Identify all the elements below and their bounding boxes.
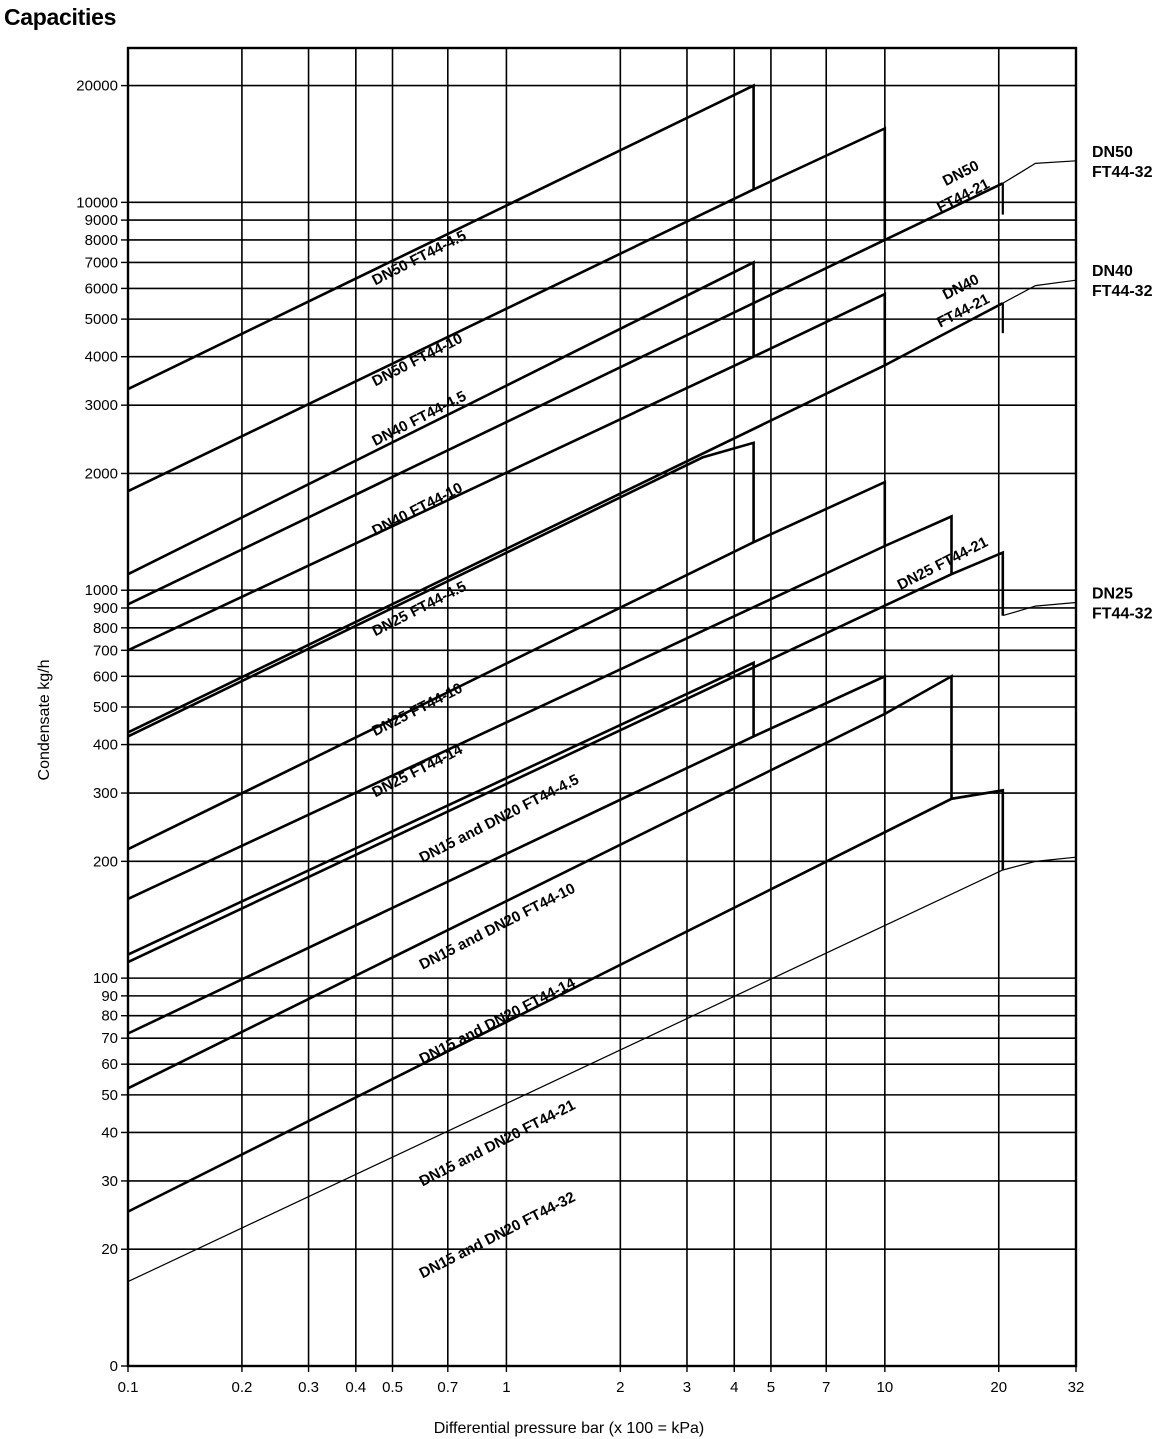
end-label: DN25	[1092, 585, 1133, 602]
x-tick-label: 0.2	[231, 1379, 252, 1396]
series-label: DN40 FT44-4.5	[369, 388, 469, 450]
series-label: DN15 and DN20 FT44-21	[417, 1097, 578, 1190]
y-tick-label: 30	[101, 1173, 118, 1190]
y-tick-label: 500	[93, 699, 118, 716]
series-label: DN25 FT44-10	[369, 680, 465, 740]
x-tick-label: 0.5	[382, 1379, 403, 1396]
x-tick-label: 1	[502, 1379, 510, 1396]
series-line	[127, 788, 1005, 1213]
series-line	[127, 550, 1005, 964]
series-line	[127, 83, 755, 391]
y-tick-label: 80	[101, 1008, 118, 1025]
y-tick-label: 0	[110, 1358, 118, 1375]
series-label: DN50 FT44-10	[369, 330, 465, 390]
y-tick-label: 40	[101, 1124, 118, 1141]
y-tick-label: 600	[93, 668, 118, 685]
y-tick-label: 1000	[85, 582, 118, 599]
y-tick-label: 9000	[85, 212, 118, 229]
series-line	[127, 260, 755, 576]
y-tick-label: 8000	[85, 232, 118, 249]
y-tick-label: 70	[101, 1030, 118, 1047]
end-label: DN40	[1092, 263, 1133, 280]
x-tick-label: 2	[616, 1379, 624, 1396]
y-tick-label: 20	[101, 1241, 118, 1258]
x-tick-label: 0.4	[345, 1379, 366, 1396]
series-label: DN15 and DN20 FT44-4.5	[417, 771, 582, 866]
series-line	[127, 514, 953, 901]
y-tick-label: 90	[101, 988, 118, 1005]
y-tick-label: 60	[101, 1056, 118, 1073]
y-tick-label: 300	[93, 785, 118, 802]
y-tick-label: 200	[93, 853, 118, 870]
x-tick-label: 5	[767, 1379, 775, 1396]
series-label: DN25 FT44-14	[369, 741, 466, 801]
series-line	[1002, 279, 1077, 304]
x-axis-title: Differential pressure bar (x 100 = kPa)	[434, 1420, 705, 1437]
series-line	[127, 674, 887, 1035]
plot-frame	[126, 46, 1078, 1368]
x-tick-label: 4	[730, 1379, 738, 1396]
series-label: DN15 and DN20 FT44-10	[417, 880, 578, 973]
y-tick-label: 100	[93, 970, 118, 987]
series-line	[127, 126, 887, 493]
end-label: FT44-32	[1092, 283, 1153, 300]
series-line	[127, 441, 755, 738]
y-tick-label: 10000	[76, 194, 118, 211]
x-tick-label: 7	[822, 1379, 830, 1396]
y-axis-title: Condensate kg/h	[36, 660, 53, 781]
x-tick-label: 0.7	[437, 1379, 458, 1396]
y-tick-label: 5000	[85, 311, 118, 328]
y-tick-label: 6000	[85, 280, 118, 297]
series-label: DN40 FT44-10	[369, 479, 465, 539]
series-line	[127, 182, 1004, 606]
axes: 0.1 0.2 0.3 0.4 0.5 0.7 1 2 3 4 5 7 10 20 32 0 20 30 40 50 6…	[76, 46, 1085, 1396]
page-title: Capacities	[4, 4, 117, 30]
series-line	[127, 301, 1004, 734]
series-line	[127, 674, 953, 1090]
series-line	[1002, 160, 1077, 184]
x-tick-label: 0.3	[298, 1379, 319, 1396]
end-label: DN50	[1092, 144, 1133, 161]
series-label: DN15 and DN20 FT44-14	[417, 974, 579, 1068]
x-tick-label: 20	[990, 1379, 1007, 1396]
y-tick-label: 7000	[85, 254, 118, 271]
series-line	[127, 660, 755, 956]
x-tick-label: 10	[876, 1379, 893, 1396]
y-tick-label: 2000	[85, 465, 118, 482]
y-tick-label: 3000	[85, 397, 118, 414]
x-tick-label: 3	[683, 1379, 691, 1396]
y-tick-label: 50	[101, 1087, 118, 1104]
grid-lines	[128, 48, 1076, 1366]
end-label: FT44-32	[1092, 164, 1153, 181]
y-tick-label: 800	[93, 620, 118, 637]
series-line	[1002, 601, 1077, 617]
x-tick-label: 0.1	[118, 1379, 139, 1396]
x-tick-label: 32	[1068, 1379, 1085, 1396]
series-lines	[127, 83, 1077, 1283]
y-tick-label: 400	[93, 737, 118, 754]
series-line	[127, 856, 1077, 1283]
series-line	[127, 292, 887, 652]
y-tick-label: 700	[93, 642, 118, 659]
y-tick-label: 4000	[85, 349, 118, 366]
y-tick-label: 20000	[76, 78, 118, 95]
series-label: DN15 and DN20 FT44-32	[417, 1189, 578, 1282]
series-line	[127, 480, 887, 851]
y-tick-label: 900	[93, 600, 118, 617]
series-label: DN50 FT44-4.5	[369, 227, 469, 289]
end-label: FT44-32	[1092, 605, 1153, 622]
